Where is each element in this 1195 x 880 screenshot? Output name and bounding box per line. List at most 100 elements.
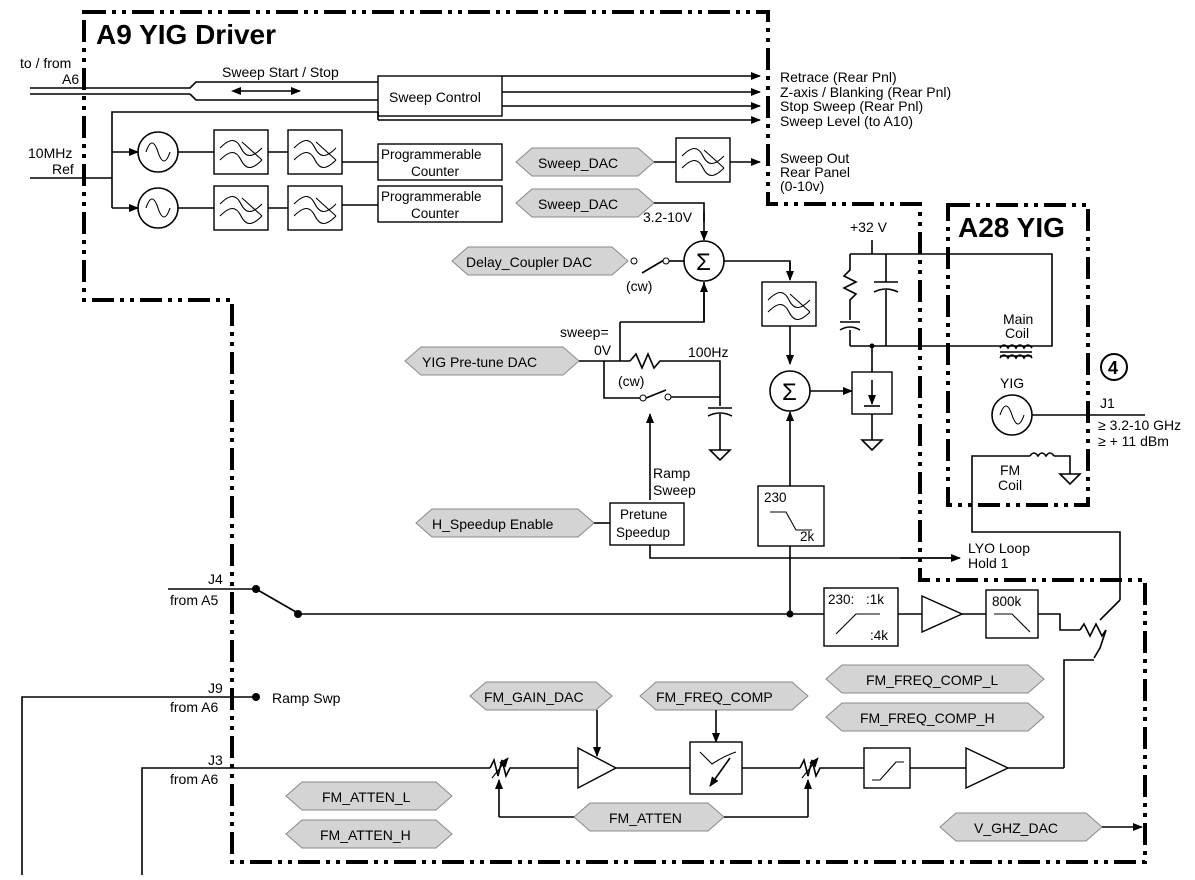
range-label: 3.2-10V — [643, 209, 693, 225]
h-speedup-dac-label: H_Speedup Enable — [432, 516, 554, 532]
from-a6-j3-label: from A6 — [170, 771, 218, 787]
ramp-sweep-label-1: Ramp — [653, 465, 691, 481]
limiter-block — [863, 747, 911, 789]
prog-counter-2 — [377, 185, 503, 223]
filter-1b — [287, 129, 343, 175]
a9-title: A9 YIG Driver — [96, 19, 276, 50]
amp-1 — [921, 594, 964, 634]
fm-gain-dac — [469, 681, 613, 711]
from-a5-label: from A5 — [170, 592, 218, 608]
a6-label: A6 — [62, 71, 79, 87]
fm-freq-comp-block — [689, 741, 743, 795]
cw-label-2: (cw) — [618, 373, 644, 389]
prog-counter-1-line2: Counter — [411, 164, 460, 179]
fm-freq-comp-dac — [639, 681, 809, 711]
summer-2 — [769, 370, 811, 412]
delay-coupler-dac — [451, 246, 629, 276]
cw-label-1: (cw) — [626, 278, 652, 294]
a28-boundary — [946, 203, 1090, 507]
a28-title: A28 YIG — [958, 212, 1065, 243]
fm-driver-amp — [965, 746, 1010, 790]
hz100-label: 100Hz — [688, 344, 728, 360]
pretune-speedup-block — [609, 502, 685, 546]
sweep-dac-1-label: Sweep_DAC — [538, 155, 618, 171]
fm-atten-l-label: FM_ATTEN_L — [322, 789, 411, 805]
prog-counter-1-line1: Programmerable — [381, 147, 482, 162]
plus32v-label: +32 V — [850, 219, 888, 235]
pole-zero-block — [823, 587, 899, 647]
fm-atten-l-dac — [285, 781, 453, 811]
lp-230-2k-block — [757, 485, 825, 547]
sweep-out-label-2: Rear Panel — [780, 164, 850, 180]
to-from-label: to / from — [20, 55, 71, 71]
ramp-sweep-label-2: Sweep — [653, 482, 696, 498]
j4-label: J4 — [208, 571, 223, 587]
yig-label: YIG — [1000, 375, 1024, 391]
fm-atten-h-dac — [285, 819, 453, 849]
from-a6-j9-label: from A6 — [170, 699, 218, 715]
pz-4k-label: :4k — [870, 628, 888, 643]
j9-label: J9 — [208, 680, 223, 696]
pz-1k-label: :1k — [866, 592, 884, 607]
yig-oscillator — [991, 394, 1033, 436]
oscillator-2 — [137, 187, 179, 229]
fm-coil-label-2: Coil — [998, 477, 1022, 493]
prog-counter-2-line2: Counter — [411, 206, 460, 221]
lp-800k-label: 800k — [992, 594, 1022, 609]
zero-v-label: 0V — [594, 342, 612, 358]
filter-2a — [213, 185, 269, 231]
main-coil-label-1: Main — [1003, 311, 1033, 327]
pretune-label-1: Pretune — [620, 507, 667, 522]
delay-coupler-dac-label: Delay_Coupler DAC — [466, 254, 592, 270]
j1-label: J1 — [1100, 395, 1115, 411]
fm-freq-comp-h-label: FM_FREQ_COMP_H — [860, 710, 995, 726]
pz-230-label: 230: — [828, 592, 854, 607]
sweep-control-label: Sweep Control — [389, 89, 481, 105]
fm-freq-comp-l-label: FM_FREQ_COMP_L — [866, 672, 998, 688]
callout-4 — [1100, 353, 1128, 381]
stop-sweep-label: Stop Sweep (Rear Pnl) — [780, 98, 923, 114]
sweep-out-label-1: Sweep Out — [780, 150, 849, 166]
lyo-label-1: LYO Loop — [968, 540, 1030, 556]
ref-label: Ref — [52, 161, 74, 177]
filter-summer-path — [761, 281, 817, 327]
ramp-swp-label: Ramp Swp — [272, 690, 341, 706]
fm-coil-label-1: FM — [1000, 462, 1020, 478]
sweep-control-block — [377, 75, 503, 117]
v-ghz-dac-label: V_GHZ_DAC — [974, 820, 1058, 836]
ref-10mhz-label: 10MHz — [28, 145, 72, 161]
sweep-eq-label: sweep= — [560, 324, 609, 340]
sweep-level-label: Sweep Level (to A10) — [780, 113, 913, 129]
fm-freq-comp-l-dac — [825, 664, 1045, 694]
prog-counter-2-line1: Programmerable — [381, 189, 482, 204]
fm-gain-dac-label: FM_GAIN_DAC — [484, 689, 584, 705]
fm-atten-label: FM_ATTEN — [609, 810, 682, 826]
filter-2b — [287, 185, 343, 231]
yig-pretune-dac-label: YIG Pre-tune DAC — [422, 354, 537, 370]
lyo-label-2: Hold 1 — [968, 555, 1009, 571]
fm-freq-comp-dac-label: FM_FREQ_COMP — [656, 689, 773, 705]
summer-1 — [683, 240, 725, 282]
retrace-label: Retrace (Rear Pnl) — [780, 69, 897, 85]
main-coil-label-2: Coil — [1005, 325, 1029, 341]
sweep-start-stop-label: Sweep Start / Stop — [222, 64, 339, 80]
callout-4-label: 4 — [1108, 358, 1118, 378]
sweep-out-label-3: (0-10v) — [780, 178, 824, 194]
f230-label: 230 — [764, 490, 787, 505]
pretune-label-2: Speedup — [616, 525, 670, 540]
sweep-out-filter — [675, 137, 731, 183]
prog-counter-1 — [377, 143, 503, 181]
j3-label: J3 — [208, 752, 223, 768]
fm-atten-h-label: FM_ATTEN_H — [320, 827, 411, 843]
oscillator-1 — [137, 131, 179, 173]
fm-gain-amp — [577, 746, 618, 790]
sweep-dac-2-label: Sweep_DAC — [538, 196, 618, 212]
zaxis-label: Z-axis / Blanking (Rear Pnl) — [780, 84, 951, 100]
power-label: ≥ + 11 dBm — [1098, 433, 1169, 449]
freq-range-label: ≥ 3.2-10 GHz — [1098, 417, 1181, 433]
filter-1a — [213, 129, 269, 175]
f2k-label: 2k — [800, 529, 815, 544]
fm-freq-comp-h-dac — [825, 702, 1045, 732]
